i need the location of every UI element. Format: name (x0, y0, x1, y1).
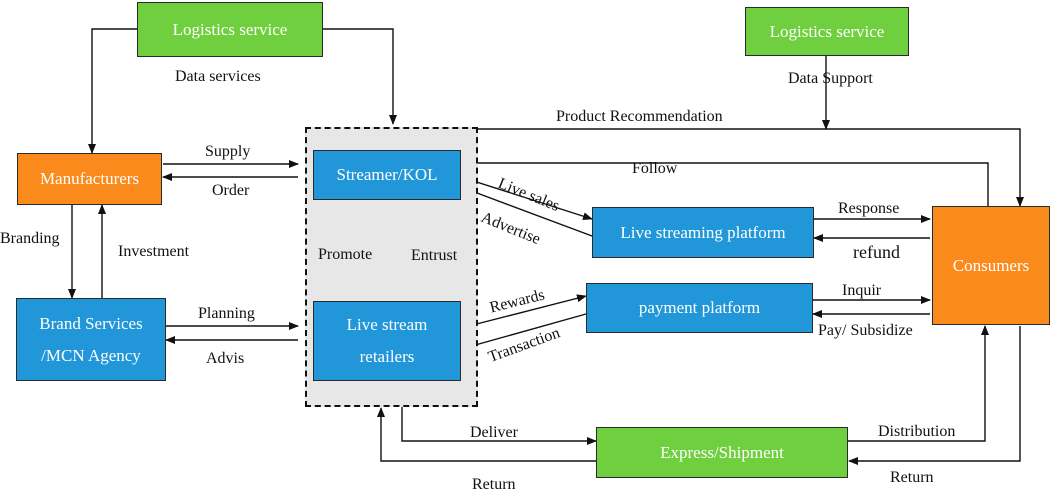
label-data-services: Data services (175, 68, 261, 85)
label-deliver: Deliver (470, 424, 518, 441)
label-data-support: Data Support (788, 70, 873, 87)
label-refund: refund (853, 242, 900, 262)
label-response: Response (838, 200, 900, 217)
logistics-service-left: Logistics service (137, 2, 323, 57)
label-return-right: Return (890, 469, 934, 486)
deliver-arrow (401, 407, 597, 445)
label-branding: Branding (0, 230, 60, 247)
brand-services-label-line2: /MCN Agency (41, 345, 141, 365)
logistics-service-right: Logistics service (745, 7, 909, 56)
label-follow: Follow (632, 160, 678, 177)
label-investment: Investment (118, 243, 190, 260)
distribution-arrow (848, 325, 989, 442)
streamer-kol-node: Streamer/KOL (313, 150, 461, 200)
manufacturers-node: Manufacturers (17, 153, 162, 205)
label-planning: Planning (198, 305, 255, 322)
label-supply: Supply (205, 143, 251, 160)
label-order: Order (212, 182, 250, 199)
label-pay-subsidize: Pay/ Subsidize (818, 322, 913, 339)
logistics-service-left-label: Logistics service (172, 19, 288, 39)
live-stream-retailers-label-line1: Live stream (346, 315, 428, 334)
label-advis: Advis (206, 350, 245, 367)
label-inquir: Inquir (842, 282, 882, 299)
label-entrust: Entrust (411, 247, 458, 264)
label-product-recommendation: Product Recommendation (556, 108, 723, 125)
live-stream-retailers-label-line2: retailers (359, 347, 415, 366)
payment-platform-node: payment platform (586, 283, 813, 333)
transaction-arrow (460, 313, 587, 351)
label-return-left: Return (472, 476, 516, 493)
live-stream-retailers-node: Live stream retailers (313, 301, 461, 381)
logistics-to-streamer-group (323, 28, 397, 125)
label-promote: Promote (318, 246, 373, 263)
logistics-service-right-label: Logistics service (769, 21, 885, 41)
return-left-arrow (377, 407, 596, 462)
product-recommendation-line (478, 128, 1024, 207)
live-streaming-platform-label: Live streaming platform (620, 222, 786, 242)
consumers-label: Consumers (952, 255, 1030, 275)
express-shipment-node: Express/Shipment (596, 427, 848, 478)
brand-services-label-line1: Brand Services (39, 313, 143, 333)
advertise-arrow (460, 186, 593, 237)
consumers-node: Consumers (932, 206, 1050, 325)
live-sales-arrow (460, 176, 593, 221)
payment-platform-label: payment platform (638, 298, 761, 317)
express-shipment-label: Express/Shipment (660, 442, 784, 462)
follow-arrow (460, 159, 989, 206)
label-distribution: Distribution (878, 423, 956, 440)
streamer-kol-label: Streamer/KOL (336, 165, 438, 184)
live-streaming-platform-node: Live streaming platform (592, 207, 814, 258)
brand-services-node: Brand Services /MCN Agency (16, 298, 166, 381)
logistics-to-manufacturers (88, 28, 137, 154)
return-right-arrow (848, 326, 1021, 465)
rewards-arrow (460, 294, 587, 329)
manufacturers-label: Manufacturers (39, 169, 140, 188)
